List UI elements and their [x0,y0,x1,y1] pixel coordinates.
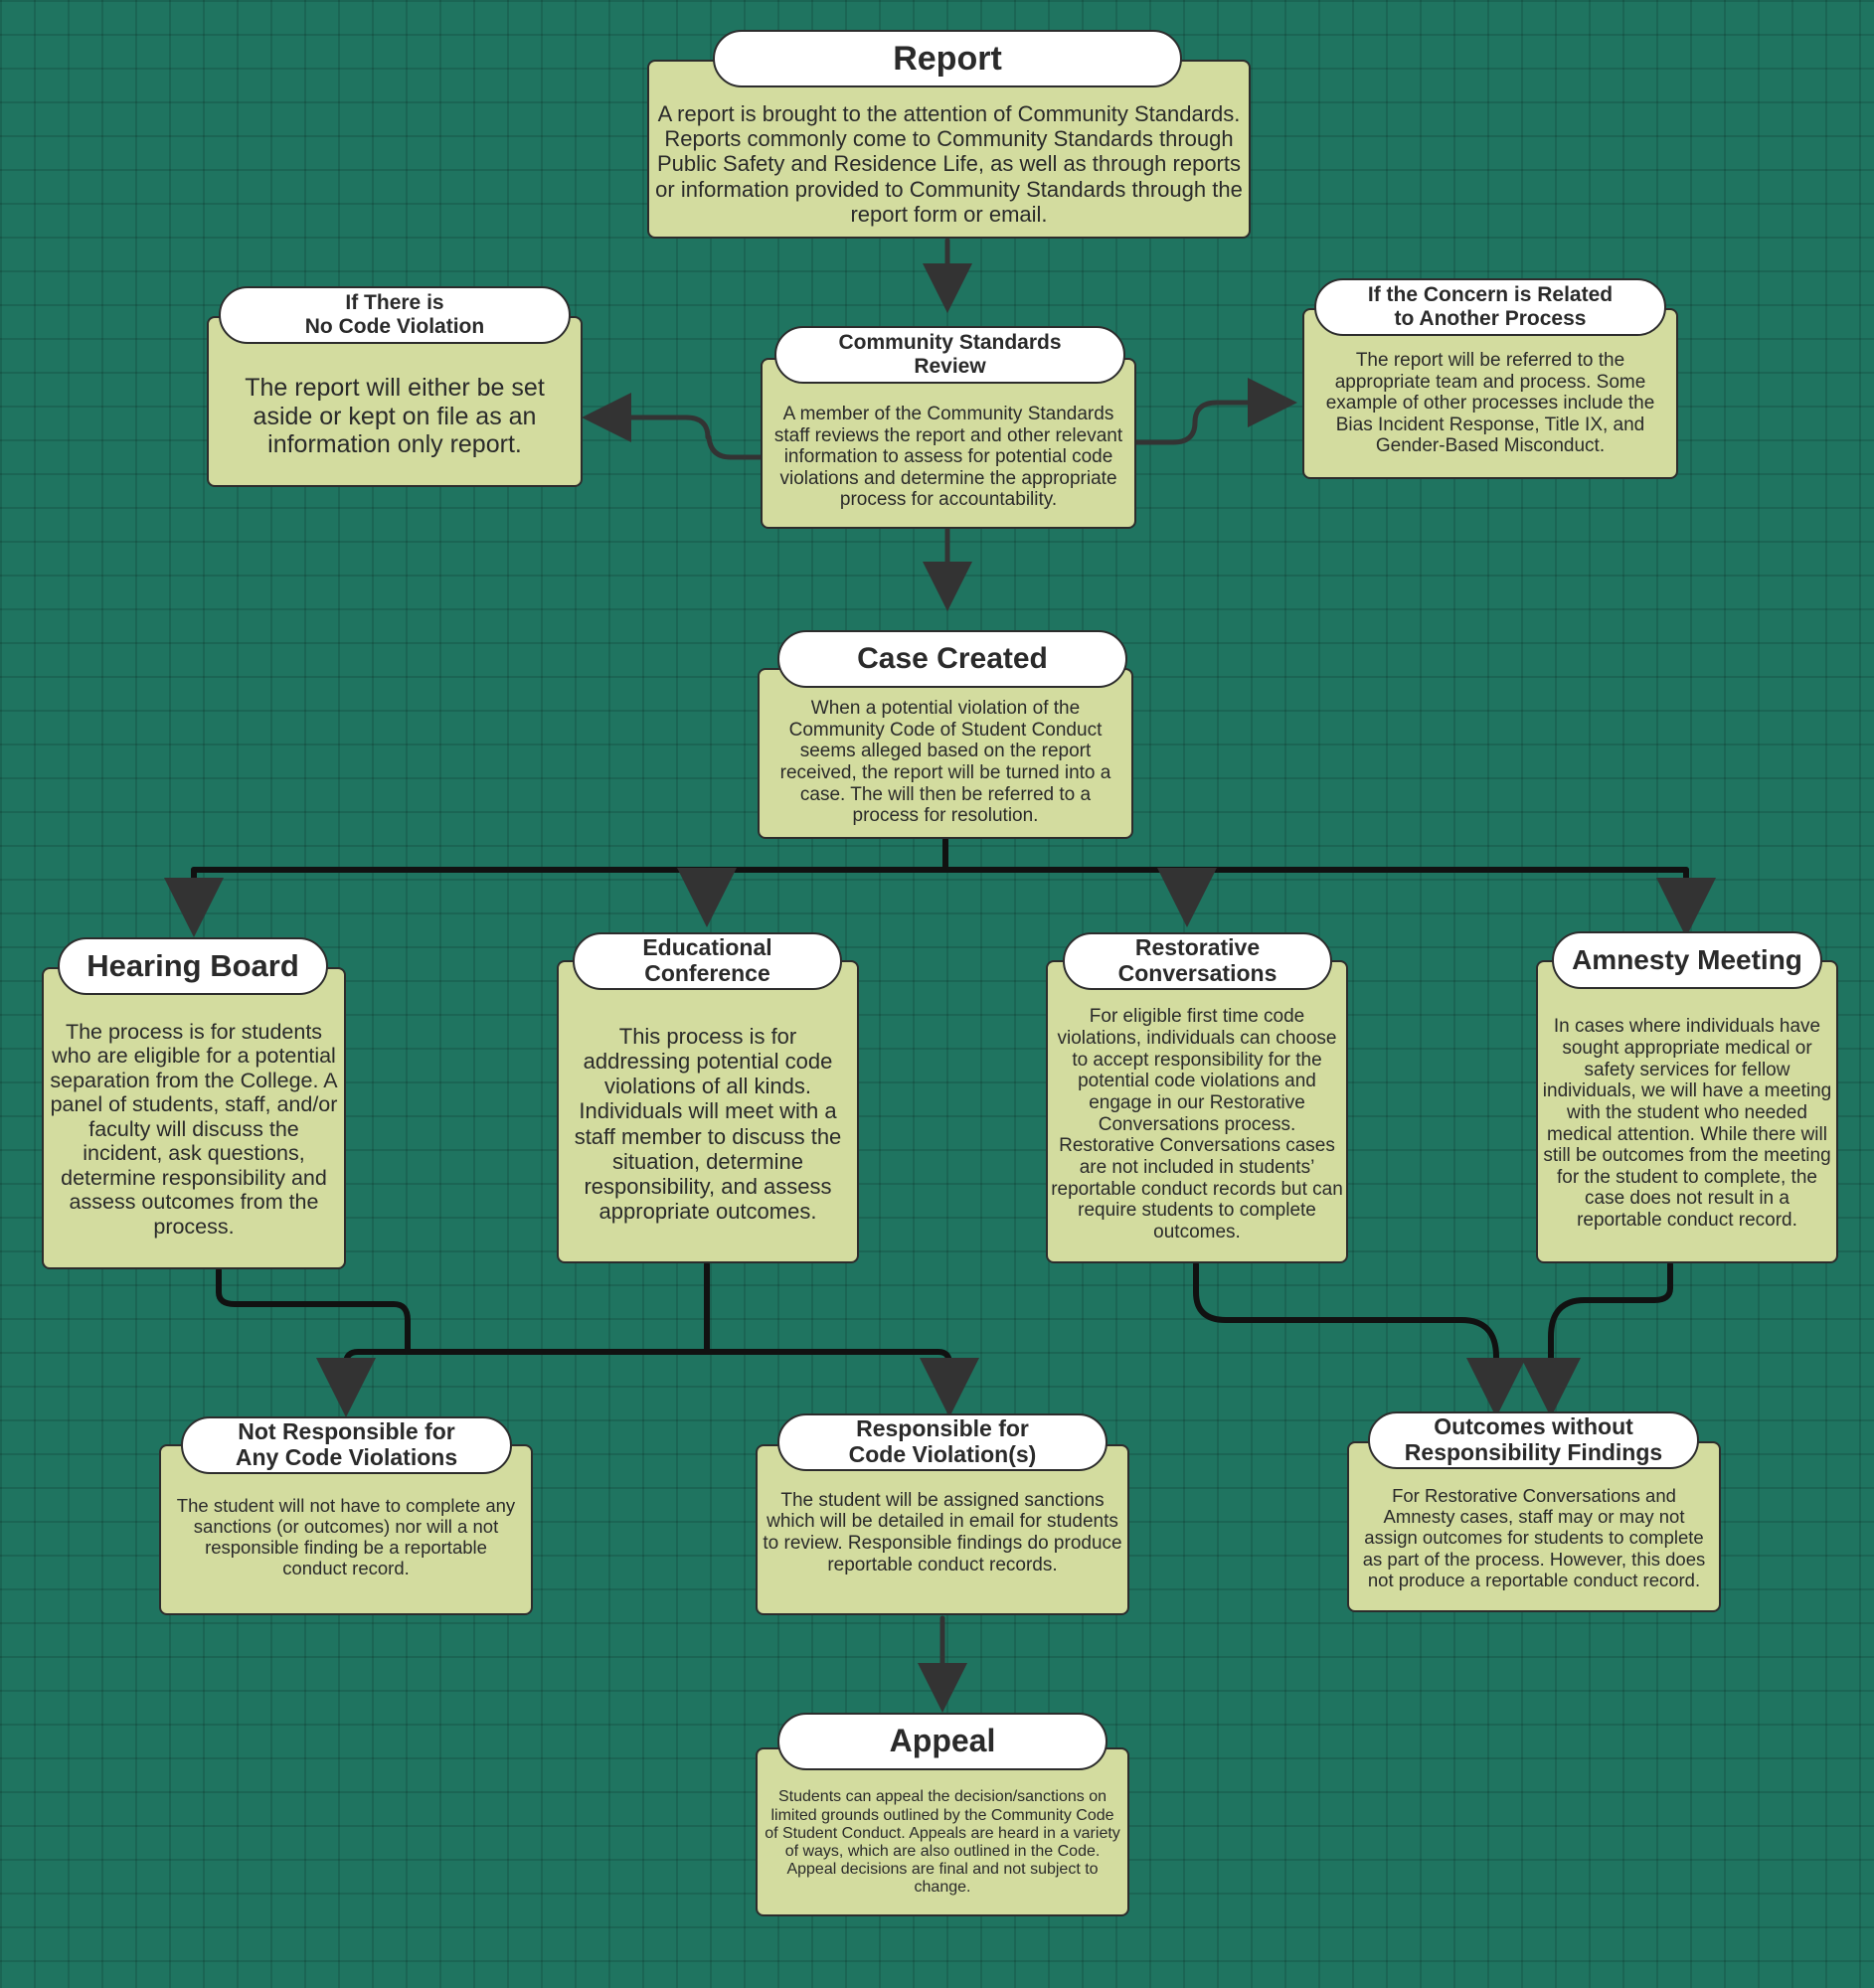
appeal-title: Appeal [777,1713,1107,1770]
arrow-restorative-to-outcomes [1193,1261,1526,1417]
arrow-amnesty-to-outcomes [1521,1261,1673,1417]
responsible-box: The student will be assigned sanctions w… [756,1444,1129,1615]
line-hearing-board-down [216,1267,411,1355]
case-created-text: When a potential violation of the Commun… [779,698,1111,827]
outcomes-without-title: Outcomes without Responsibility Findings [1368,1411,1699,1469]
hearing-board-box: The process is for students who are elig… [42,967,346,1269]
another-process-box: The report will be referred to the appro… [1302,308,1678,479]
appeal-box: Students can appeal the decision/sanctio… [756,1747,1129,1916]
amnesty-meeting-text: In cases where individuals have sought a… [1542,1016,1832,1232]
arrow-review-to-no-violation [582,393,764,460]
educational-conference-title: Educational Conference [573,932,842,990]
not-responsible-title: Not Responsible for Any Code Violations [181,1416,512,1474]
hearing-board-title: Hearing Board [58,937,328,995]
outcomes-without-box: For Restorative Conversations and Amnest… [1347,1441,1721,1612]
review-title: Community Standards Review [774,326,1125,384]
responsible-text: The student will be assigned sanctions w… [763,1489,1122,1575]
responsible-title: Responsible for Code Violation(s) [777,1413,1107,1471]
report-box: A report is brought to the attention of … [647,60,1251,239]
review-box: A member of the Community Standards staf… [761,358,1136,529]
educational-conference-box: This process is for addressing potential… [557,960,859,1263]
no-violation-title: If There is No Code Violation [219,286,571,344]
amnesty-meeting-title: Amnesty Meeting [1552,931,1822,989]
amnesty-meeting-box: In cases where individuals have sought a… [1536,960,1838,1263]
another-process-title: If the Concern is Related to Another Pro… [1314,278,1666,336]
another-process-text: The report will be referred to the appro… [1325,349,1655,457]
report-text: A report is brought to the attention of … [655,101,1243,227]
branch-case-to-processes [191,837,1689,873]
report-title: Report [713,30,1182,87]
restorative-conversations-text: For eligible first time code violations,… [1051,1006,1343,1242]
not-responsible-text: The student will not have to complete an… [176,1494,516,1579]
review-text: A member of the Community Standards staf… [773,403,1123,511]
branch-findings [343,1349,952,1367]
appeal-text: Students can appeal the decision/sanctio… [765,1788,1120,1897]
hearing-board-text: The process is for students who are elig… [50,1019,338,1239]
arrow-review-to-another-process [1133,378,1297,445]
restorative-conversations-box: For eligible first time code violations,… [1046,960,1348,1263]
case-created-title: Case Created [777,630,1127,688]
outcomes-without-text: For Restorative Conversations and Amnest… [1362,1485,1706,1590]
educational-conference-text: This process is for addressing potential… [574,1024,842,1224]
case-created-box: When a potential violation of the Commun… [758,668,1133,839]
no-violation-text: The report will either be set aside or k… [245,374,545,459]
restorative-conversations-title: Restorative Conversations [1063,932,1332,990]
no-violation-box: The report will either be set aside or k… [207,316,583,487]
